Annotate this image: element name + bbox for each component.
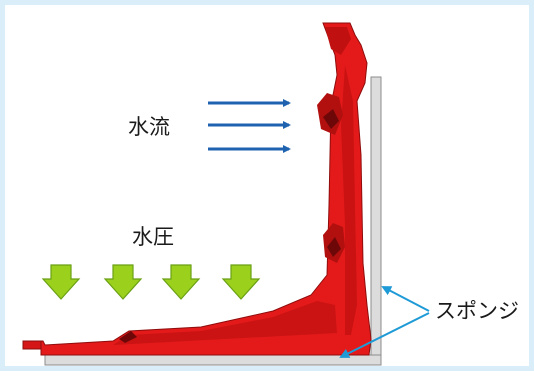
- sponge-label: スポンジ: [435, 299, 519, 323]
- seal-upper-bulge-shadow: [323, 109, 339, 129]
- water-pressure-arrows: [41, 264, 261, 300]
- seal-top-lip: [325, 27, 351, 55]
- seal-foot-notch: [119, 331, 137, 343]
- down-arrow-icon: [161, 264, 201, 300]
- seal-base-shade: [113, 301, 337, 345]
- down-arrow-icon: [41, 264, 81, 300]
- leader-line-arrow-icon: [381, 286, 430, 312]
- sponge-horizontal: [44, 354, 382, 366]
- water-pressure-label: 水圧: [132, 225, 174, 249]
- seal-lower-bulge-shadow: [327, 237, 341, 257]
- water-flow-arrows: [208, 99, 291, 153]
- sponge-vertical: [370, 76, 382, 366]
- seal-foot-tip: [22, 340, 42, 350]
- down-arrow-icon: [103, 264, 143, 300]
- sponge-strip: [44, 76, 382, 366]
- leader-line-arrow-icon: [339, 312, 430, 358]
- seal-cross-section-diagram: [22, 22, 430, 366]
- water-flow-label: 水流: [128, 115, 170, 139]
- seal-spine-shade: [341, 65, 357, 335]
- sponge-pointers: [339, 286, 430, 358]
- down-arrow-icon: [221, 264, 261, 300]
- seal-profile: [22, 22, 372, 356]
